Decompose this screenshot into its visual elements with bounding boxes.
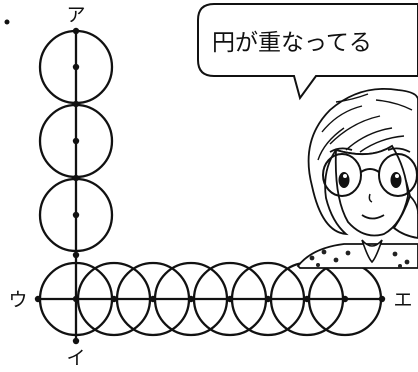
label-bottom: イ (66, 347, 85, 367)
girl-illustration (296, 88, 418, 269)
label-left: ウ (8, 289, 27, 311)
center-dots (34, 27, 386, 345)
speech-bubble-text: 円が重なってる (212, 30, 372, 56)
label-top: ア (66, 4, 85, 26)
edge-bullet (4, 19, 10, 25)
label-right: エ (393, 289, 412, 311)
speech-bubble (197, 3, 418, 101)
